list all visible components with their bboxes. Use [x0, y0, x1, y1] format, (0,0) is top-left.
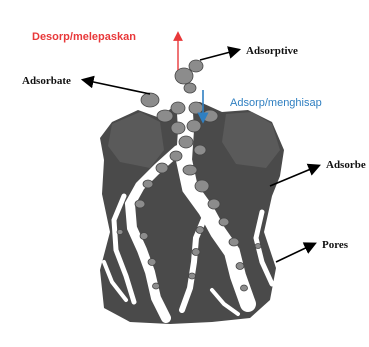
- adsorp-label: Adsorp/menghisap: [230, 97, 322, 109]
- adsorptive-label: Adsorptive: [246, 45, 298, 57]
- desorp-label: Desorp/melepaskan: [32, 31, 136, 43]
- pores-label: Pores: [322, 239, 349, 251]
- adsorptive-pointer: [200, 50, 238, 60]
- adsorbate-label: Adsorbate: [22, 75, 71, 87]
- adsorptive-molecules: [175, 60, 203, 93]
- adsorbent-label: Adsorbe: [326, 159, 366, 171]
- adsorbate-pointer: [84, 80, 150, 94]
- pores-pointer: [276, 244, 314, 262]
